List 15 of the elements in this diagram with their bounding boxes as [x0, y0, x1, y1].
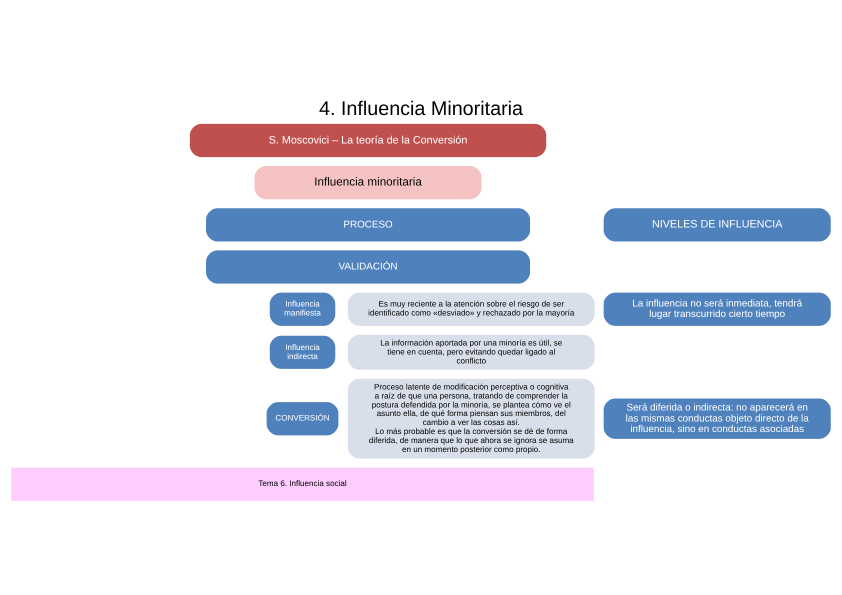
node-box: Influencia manifiesta [270, 292, 336, 326]
node-box: Proceso latente de modificación perceptiva o cognitiva a raíz de que una persona, tratando de comprender la postura defendida por la minoría, se plantea cómo ve el asunto ella, de qué forma piensan sus miembros, del cambio a ver las cosas así. Lo más probable es que la conversión se dé de forma diferida, de manera que lo que ahora se ignora se asuma en un momento posterior como propio. [348, 378, 595, 458]
node-box: Es muy reciente a la atención sobre el riesgo de ser identificado como «desviado» y rechazado por la mayoría [348, 292, 595, 326]
diagram-title: 4. Influencia Minoritaria [318, 97, 524, 120]
node-box: La información aportada por una minoría es útil, se tiene en cuenta, pero evitando quedar ligado al conflicto [348, 334, 595, 370]
node-box: Influencia indirecta [270, 335, 336, 368]
node-box: Influencia minoritaria [254, 166, 482, 199]
node-box: NIVELES DE INFLUENCIA [604, 208, 831, 241]
node-box: S. Moscovici – La teoría de la Conversión [190, 123, 546, 157]
node-box: VALIDACIÓN [206, 250, 530, 284]
node-box: PROCESO [206, 208, 530, 241]
label: Tema 6. Influencia social [258, 478, 347, 488]
node-box: CONVERSIÓN [266, 402, 338, 435]
node-box: Será diferida o indirecta: no aparecerá en las mismas conductas objeto directo de la influencia, sino en conductas asociadas [604, 398, 831, 438]
node-box: La influencia no será inmediata, tendrá lugar transcurrido cierto tiempo [604, 292, 831, 326]
